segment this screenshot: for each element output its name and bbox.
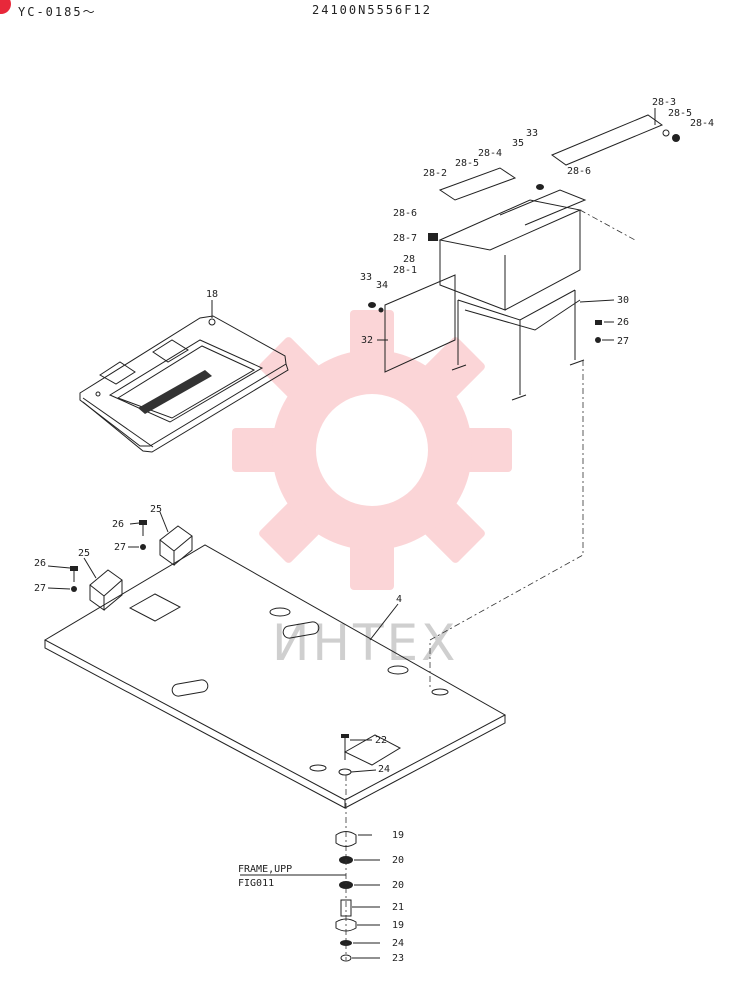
part-number: 24100N5556F12 bbox=[312, 3, 432, 17]
callout-28: 28 bbox=[403, 254, 415, 265]
nut-27-right bbox=[140, 544, 146, 550]
bolt-33-side bbox=[368, 302, 376, 308]
callout-24-stack: 24 bbox=[392, 938, 404, 949]
callout-28-6-left: 28-6 bbox=[393, 208, 417, 219]
callout-28-5-mid: 28-5 bbox=[455, 158, 479, 169]
callout-19-bottom: 19 bbox=[392, 920, 404, 931]
callout-33-top: 33 bbox=[526, 128, 538, 139]
model-code: YC-0185～ bbox=[18, 5, 97, 19]
callout-28-6-right: 28-6 bbox=[567, 166, 591, 177]
callout-26-right: 26 bbox=[112, 519, 124, 530]
callout-34: 34 bbox=[376, 280, 388, 291]
bolt-33-upper bbox=[536, 184, 544, 190]
nut-27-stand bbox=[595, 337, 601, 343]
callout-20-upper: 20 bbox=[392, 855, 404, 866]
callout-28-4-mid: 28-4 bbox=[478, 148, 502, 159]
callout-24-plate: 24 bbox=[378, 764, 390, 775]
callout-21: 21 bbox=[392, 902, 404, 913]
battery-box bbox=[384, 189, 587, 373]
bolt-22 bbox=[341, 734, 349, 760]
callout-28-1: 28-1 bbox=[393, 265, 417, 276]
watermark-gear-icon bbox=[232, 310, 512, 590]
cover-plate-28-3 bbox=[550, 114, 664, 166]
stand-frame-30 bbox=[451, 289, 585, 401]
callout-25-left: 25 bbox=[78, 548, 90, 559]
callout-20-lower: 20 bbox=[392, 880, 404, 891]
callout-27-right: 27 bbox=[114, 542, 126, 553]
callout-28-7: 28-7 bbox=[393, 233, 417, 244]
bracket-left bbox=[89, 569, 123, 611]
callout-27-left: 27 bbox=[34, 583, 46, 594]
callout-28-3: 28-3 bbox=[652, 97, 676, 108]
callout-30: 30 bbox=[617, 295, 629, 306]
reference-frame-label: FRAME,UPP bbox=[238, 864, 292, 875]
callout-26-left: 26 bbox=[34, 558, 46, 569]
callout-28-2: 28-2 bbox=[423, 168, 447, 179]
nut-27-left bbox=[71, 586, 77, 592]
callout-27-stand: 27 bbox=[617, 336, 629, 347]
watermark-text: ИНТЕХ bbox=[272, 614, 458, 672]
washer-28-5 bbox=[662, 129, 670, 137]
callout-26-stand: 26 bbox=[617, 317, 629, 328]
callout-22: 22 bbox=[375, 735, 387, 746]
callout-32: 32 bbox=[361, 335, 373, 346]
washer-24 bbox=[338, 768, 352, 776]
bracket-right bbox=[159, 525, 193, 566]
floor-mat bbox=[79, 315, 289, 453]
bolt-26-stand bbox=[595, 320, 602, 325]
reference-fig-label: FIG011 bbox=[238, 878, 274, 889]
callout-4: 4 bbox=[396, 594, 402, 605]
clip-28-7 bbox=[428, 233, 438, 241]
callout-23: 23 bbox=[392, 953, 404, 964]
callout-25-right: 25 bbox=[150, 504, 162, 515]
callout-18: 18 bbox=[206, 289, 218, 300]
bolt-26-right bbox=[139, 520, 147, 536]
bolt-26-left bbox=[70, 566, 78, 582]
callout-35: 35 bbox=[512, 138, 524, 149]
callout-19-top: 19 bbox=[392, 830, 404, 841]
cover-plate-28-2 bbox=[438, 167, 517, 201]
callout-28-4-top: 28-4 bbox=[690, 118, 714, 129]
callout-28-5-top: 28-5 bbox=[668, 108, 692, 119]
callout-33-side: 33 bbox=[360, 272, 372, 283]
corner-badge bbox=[0, 0, 11, 14]
knob-28-4 bbox=[672, 134, 680, 142]
nut-34 bbox=[378, 307, 384, 313]
main-plate bbox=[43, 544, 507, 809]
